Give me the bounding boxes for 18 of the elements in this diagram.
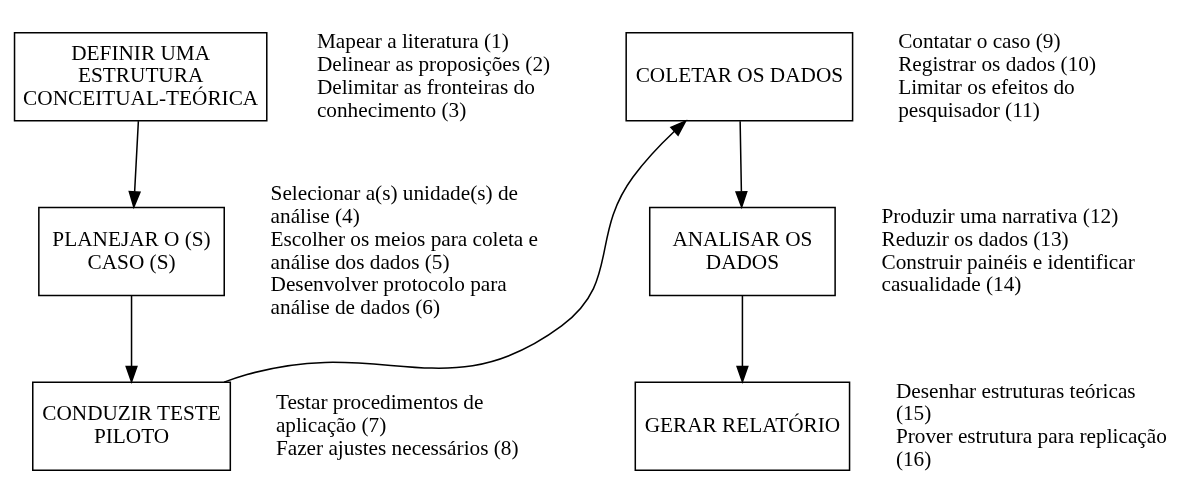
- node-box: ANALISAR OS DADOS: [648, 206, 836, 296]
- node-label: Mapear a literatura (1): [316, 28, 509, 53]
- arrow: [125, 294, 138, 384]
- node-label: Desenhar estruturas teóricas (15): [895, 378, 1136, 425]
- arrow: [735, 119, 748, 209]
- node-label: Produzir uma narrativa (12): [881, 203, 1119, 228]
- arrow: [128, 119, 142, 209]
- arrow: [223, 118, 688, 383]
- node-box: CONDUZIR TESTE PILOTO: [32, 380, 232, 471]
- node-box: PLANEJAR O (S) CASO (S): [38, 206, 225, 296]
- node-box: COLETAR OS DADOS: [625, 31, 854, 122]
- node-label: Testar procedimentos de aplicação (7): [275, 389, 484, 437]
- node-label: Selecionar a(s) unidade(s) de análise (4): [270, 180, 518, 228]
- node-box: DEFINIR UMA ESTRUTURA CONCEITUAL-TEÓRICA: [13, 31, 268, 122]
- arrow: [736, 294, 749, 384]
- node-label: Contatar o caso (9): [898, 28, 1061, 53]
- node-label: Reduzir os dados (13): [881, 226, 1069, 251]
- node-box: GERAR RELATÓRIO: [634, 380, 851, 471]
